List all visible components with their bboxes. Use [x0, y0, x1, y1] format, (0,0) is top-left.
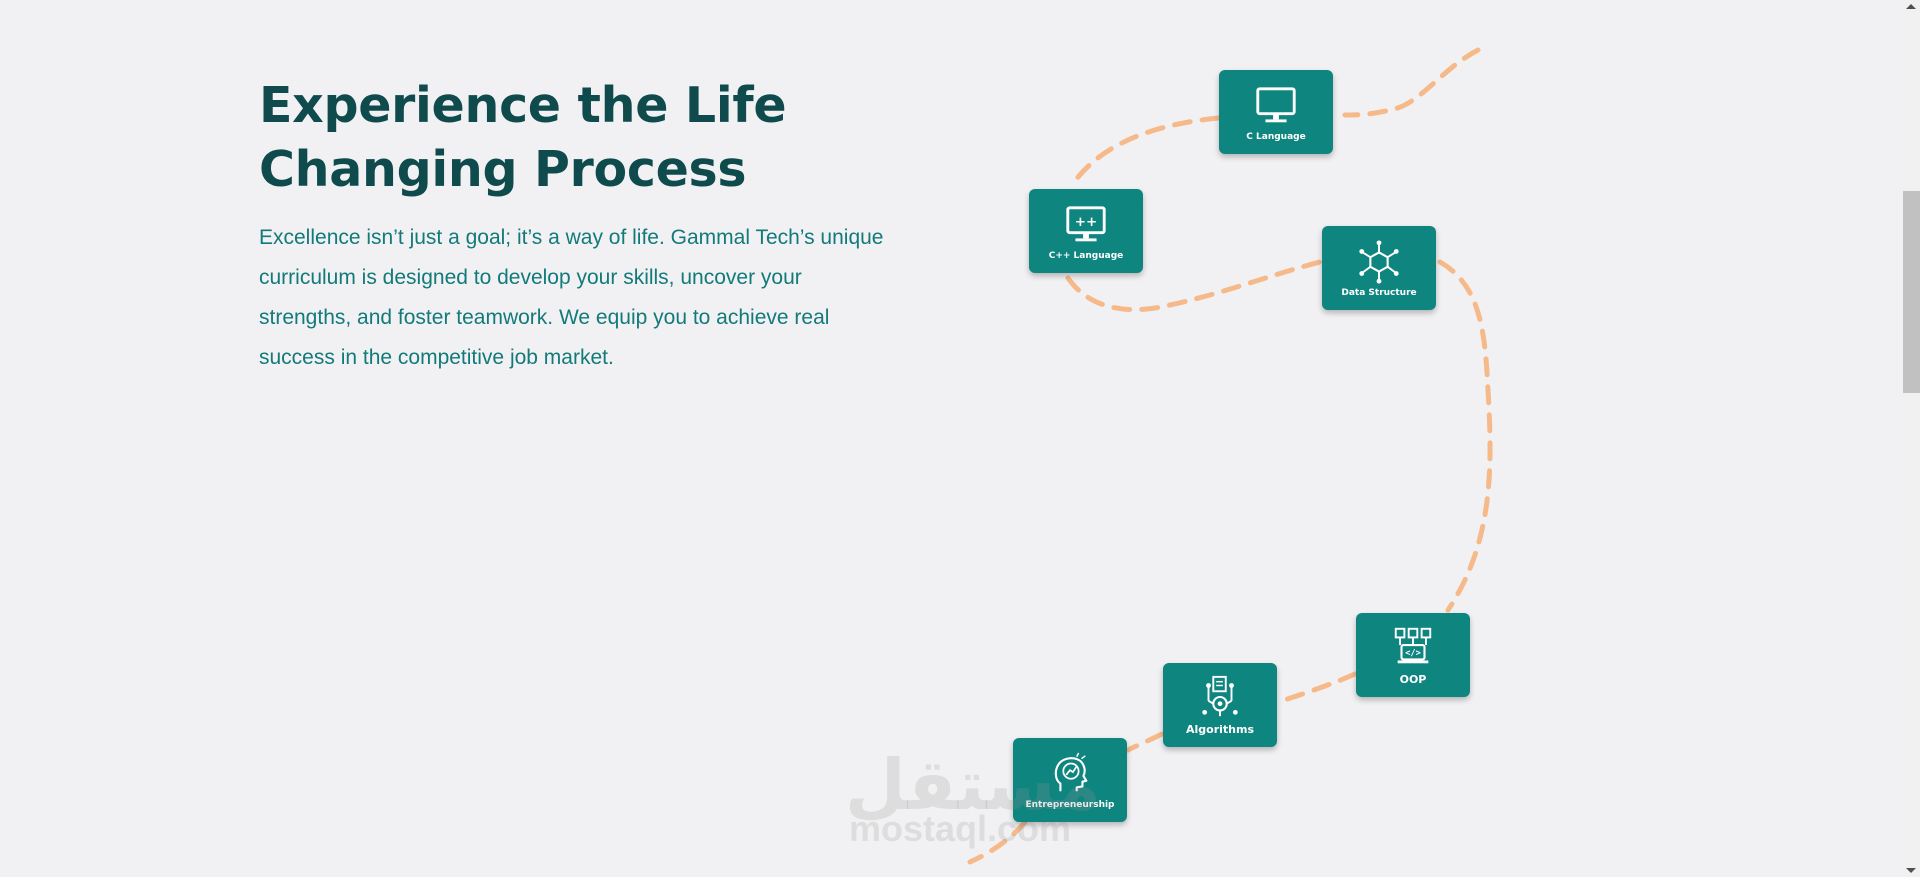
step-label: C Language	[1246, 131, 1306, 142]
step-card-entrepreneurship[interactable]: Entrepreneurship	[1013, 738, 1127, 822]
monitor-plus-plus-icon: ++	[1066, 205, 1106, 241]
step-card-oop[interactable]: </> OOP	[1356, 613, 1470, 697]
monitor-icon	[1256, 86, 1296, 122]
step-label: C++ Language	[1048, 250, 1124, 261]
page-title: Experience the Life Changing Process	[259, 74, 899, 202]
step-card-c-language[interactable]: C Language	[1219, 70, 1333, 154]
step-label: Algorithms	[1185, 723, 1254, 736]
step-card-data-structure[interactable]: Data Structure	[1322, 226, 1436, 310]
head-growth-icon	[1054, 752, 1088, 791]
step-card-cpp-language[interactable]: ++ C++ Language	[1029, 189, 1143, 273]
vertical-scrollbar[interactable]	[1901, 0, 1920, 877]
hero-section: Experience the Life Changing Process Exc…	[259, 74, 899, 378]
step-label: Data Structure	[1341, 287, 1417, 298]
network-cube-icon	[1359, 239, 1399, 284]
step-label: OOP	[1399, 673, 1427, 686]
title-line-2: Changing Process	[259, 141, 747, 198]
step-card-algorithms[interactable]: Algorithms	[1163, 663, 1277, 747]
scroll-up-arrow-icon[interactable]	[1906, 4, 1916, 9]
scroll-down-arrow-icon[interactable]	[1906, 868, 1916, 873]
flowchart-gear-icon	[1202, 675, 1238, 717]
svg-text:</>: </>	[1405, 649, 1421, 659]
svg-text:++: ++	[1075, 214, 1097, 229]
step-label: Entrepreneurship	[1025, 799, 1115, 810]
title-line-1: Experience the Life	[259, 77, 787, 134]
scroll-thumb[interactable]	[1903, 191, 1920, 393]
object-hierarchy-icon: </>	[1394, 627, 1432, 664]
hero-description: Excellence isn’t just a goal; it’s a way…	[259, 226, 884, 369]
